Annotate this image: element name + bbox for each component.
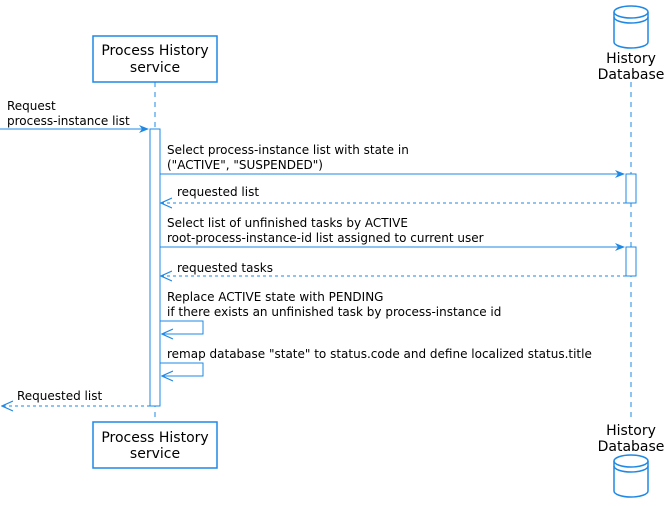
message-select-process-instances-label-line2: ("ACTIVE", "SUSPENDED") [167,158,323,172]
participant-service-bottom-name-line1: Process History [101,430,208,446]
database-icon [613,5,649,49]
message-select-process-instances-label-line1: Select process-instance list with state … [167,143,409,157]
participant-database-bottom-name-line2: Database [598,439,665,455]
message-return-requested-list: requested list [161,185,626,203]
database-activation-bar-1 [625,173,637,204]
participant-service-name-line1: Process History [101,43,208,59]
message-request-label-line1: Request [7,99,56,113]
message-select-process-instances: Select process-instance list with state … [160,143,625,178]
message-return-requested-list-label: requested list [177,185,259,199]
participant-service-bottom-name-line2: service [130,446,180,462]
message-self-replace-state-label-line1: Replace ACTIVE state with PENDING [167,290,383,304]
participant-database-name-line1: History [606,51,656,67]
message-self-remap-status-arrow [160,362,204,376]
participant-service-top: Process History service [92,35,218,83]
message-return-requested-tasks: requested tasks [161,261,626,276]
message-self-remap-status-label: remap database "state" to status.code an… [167,347,592,361]
message-self-replace-state: Replace ACTIVE state with PENDING if the… [160,290,501,334]
message-self-replace-state-arrow [160,320,204,334]
service-activation-bar [149,128,161,407]
participant-database-bottom: History Database [598,423,665,498]
message-response-requested-list: Requested list [2,389,150,406]
participant-service-bottom: Process History service [92,421,218,469]
message-select-unfinished-tasks-label-line2: root-process-instance-id list assigned t… [167,231,484,245]
participant-service-name-line2: service [130,60,180,76]
message-self-remap-status: remap database "state" to status.code an… [160,347,592,376]
database-activation-bar-2 [625,246,637,277]
participant-database-top: History Database [598,5,665,83]
participant-database-name-line2: Database [598,67,665,83]
message-response-requested-list-label: Requested list [17,389,102,403]
database-icon [613,454,649,498]
message-return-requested-tasks-label: requested tasks [177,261,273,275]
message-request-label-line2: process-instance list [7,114,130,128]
message-select-unfinished-tasks: Select list of unfinished tasks by ACTIV… [160,216,625,251]
message-self-replace-state-label-line2: if there exists an unfinished task by pr… [167,305,501,319]
message-select-unfinished-tasks-label-line1: Select list of unfinished tasks by ACTIV… [167,216,408,230]
participant-database-bottom-name-line1: History [606,423,656,439]
message-request: Request process-instance list [0,99,149,133]
